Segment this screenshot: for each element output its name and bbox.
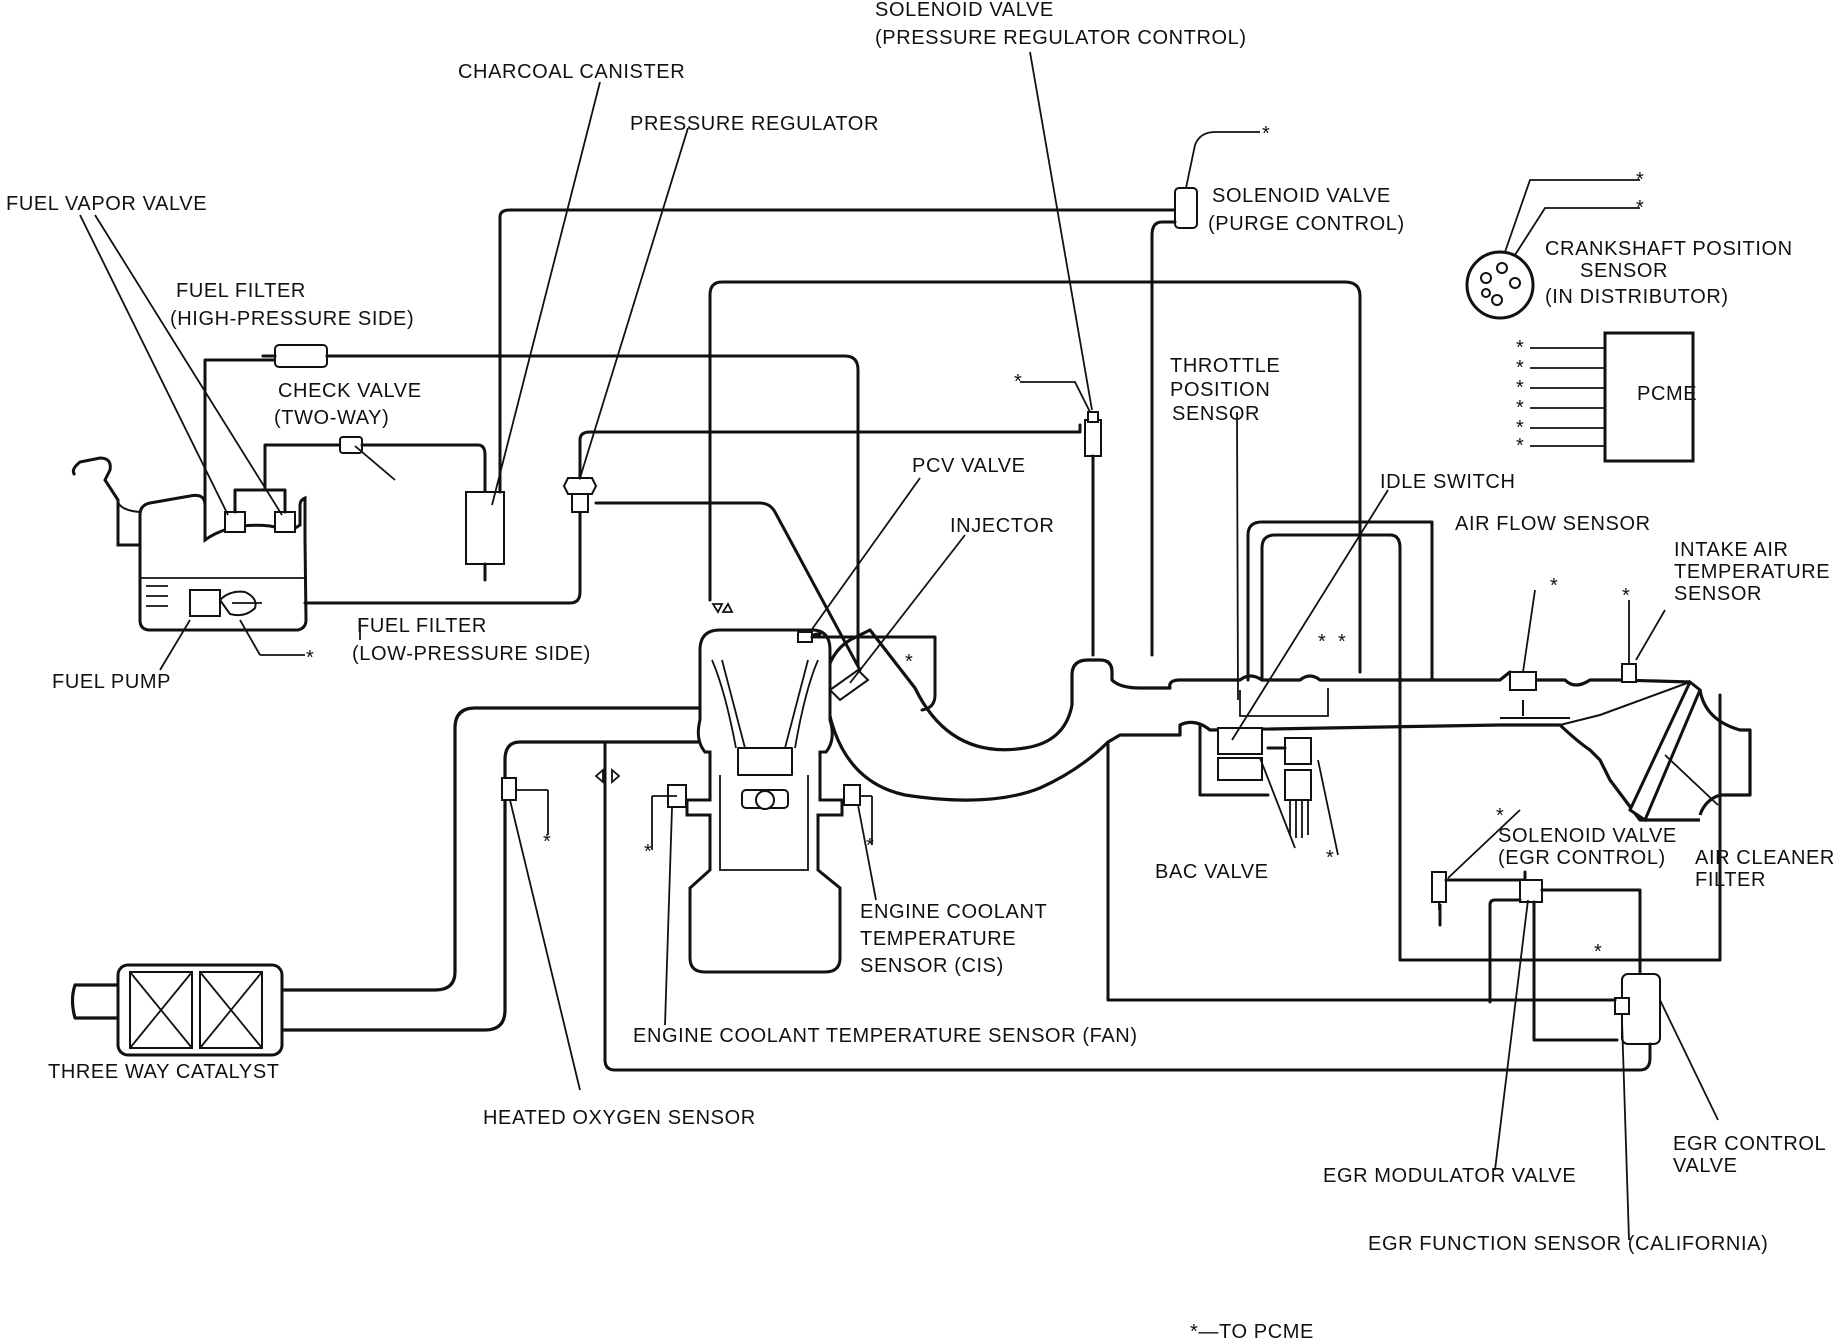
label-throttle: THROTTLE: [1170, 355, 1280, 377]
solenoid-valve-pressure-regulator-control: [1020, 381, 1102, 657]
svg-text:*: *: [1622, 585, 1630, 607]
labels: SOLENOID VALVE (PRESSURE REGULATOR CONTR…: [6, 0, 1835, 1343]
svg-text:*: *: [866, 835, 874, 857]
label-intake-air-sensor: SENSOR: [1674, 583, 1762, 605]
intake-air-temperature-sensor: [1621, 600, 1637, 683]
intake-duct: [823, 628, 1752, 823]
label-charcoal-canister: CHARCOAL CANISTER: [458, 61, 685, 83]
exhaust-system: [70, 706, 700, 1057]
svg-text:*: *: [1014, 371, 1022, 393]
ect-cis-sensor-body: [843, 784, 861, 806]
label-solenoid-prc: SOLENOID VALVE: [875, 0, 1054, 21]
throttle-body: [1198, 520, 1434, 797]
label-solenoid-prc-sub: (PRESSURE REGULATOR CONTROL): [875, 27, 1247, 49]
label-bac-valve: BAC VALVE: [1155, 861, 1269, 883]
label-intake-air-temp: TEMPERATURE: [1674, 561, 1830, 583]
label-air-flow-sensor: AIR FLOW SENSOR: [1455, 513, 1651, 535]
label-crankshaft: CRANKSHAFT POSITION: [1545, 238, 1793, 260]
svg-text:*: *: [1326, 847, 1334, 869]
label-solenoid-purge: SOLENOID VALVE: [1212, 185, 1391, 207]
engine: [651, 602, 937, 974]
label-pcv-valve: PCV VALVE: [912, 455, 1026, 477]
label-ect-cis-sensor: SENSOR (CIS): [860, 955, 1004, 977]
svg-text:*: *: [1516, 435, 1524, 457]
label-fuel-vapor-valve: FUEL VAPOR VALVE: [6, 193, 207, 215]
svg-text:*: *: [1594, 941, 1602, 963]
label-ect-fan: ENGINE COOLANT TEMPERATURE SENSOR (FAN): [633, 1025, 1138, 1047]
pressure-regulator: [562, 468, 862, 672]
label-ect-cis-temp: TEMPERATURE: [860, 928, 1016, 950]
fuel-tank: [71, 456, 308, 632]
label-throttle-position: POSITION: [1170, 379, 1270, 401]
label-heated-oxygen-sensor: HEATED OXYGEN SENSOR: [483, 1107, 756, 1129]
air-flow-sensor: [1509, 589, 1537, 716]
charcoal-canister: [465, 491, 505, 565]
label-air-cleaner: AIR CLEANER: [1695, 847, 1835, 869]
svg-text:*: *: [1550, 575, 1558, 597]
svg-text:*: *: [1516, 397, 1524, 419]
egr-system: [1398, 678, 1722, 1045]
svg-text:*: *: [1516, 357, 1524, 379]
label-crankshaft-sensor: SENSOR: [1580, 260, 1668, 282]
heated-oxygen-sensor-body: [501, 777, 517, 801]
label-fuel-filter-lp: FUEL FILTER: [357, 615, 487, 637]
coolant-hose: [603, 740, 1652, 1072]
svg-text:*: *: [905, 651, 913, 673]
svg-text:*: *: [1516, 377, 1524, 399]
solenoid-valve-egr-control: [1431, 871, 1447, 903]
label-pcme: PCME: [1637, 383, 1697, 405]
label-throttle-sensor: SENSOR: [1172, 403, 1260, 425]
injector-body: [828, 668, 870, 702]
label-solenoid-purge-sub: (PURGE CONTROL): [1208, 213, 1405, 235]
fuel-filter-high-pressure: [274, 344, 328, 368]
label-solenoid-egr-sub: (EGR CONTROL): [1498, 847, 1666, 869]
solenoid-valve-purge-control: [1150, 131, 1260, 657]
label-check-valve-sub: (TWO-WAY): [274, 407, 389, 429]
label-injector: INJECTOR: [950, 515, 1054, 537]
label-egr-control: EGR CONTROL: [1673, 1133, 1826, 1155]
label-idle-switch: IDLE SWITCH: [1380, 471, 1516, 493]
egr-modulator-valve: [1519, 879, 1543, 903]
label-pressure-regulator: PRESSURE REGULATOR: [630, 113, 879, 135]
label-three-way-catalyst: THREE WAY CATALYST: [48, 1061, 280, 1083]
footnote: *—TO PCME: [1190, 1321, 1314, 1343]
label-crankshaft-dist: (IN DISTRIBUTOR): [1545, 286, 1729, 308]
check-valve-two-way: [339, 436, 363, 454]
label-egr-control-valve: VALVE: [1673, 1155, 1738, 1177]
label-fuel-filter-hp-sub: (HIGH-PRESSURE SIDE): [170, 308, 414, 330]
svg-text:*: *: [306, 647, 314, 669]
svg-text:*: *: [1636, 197, 1644, 219]
leader-lines: [79, 51, 1719, 1241]
svg-text:*: *: [644, 841, 652, 863]
label-air-cleaner-filter: FILTER: [1695, 869, 1766, 891]
bac-valve: [1266, 737, 1312, 838]
vacuum-hoses: [708, 280, 1362, 674]
crankshaft-position-sensor: [1465, 179, 1640, 320]
fuel-pump-box: [189, 589, 221, 617]
svg-text:*: *: [1338, 631, 1346, 653]
svg-text:*: *: [1318, 631, 1326, 653]
label-intake-air: INTAKE AIR: [1674, 539, 1789, 561]
pcme-markers: * * * * * * * * * * * * * * * * * * * * …: [306, 123, 1644, 963]
pcme-module: [1530, 331, 1695, 463]
svg-text:*: *: [1516, 337, 1524, 359]
label-check-valve: CHECK VALVE: [278, 380, 422, 402]
label-solenoid-egr: SOLENOID VALVE: [1498, 825, 1677, 847]
svg-text:*: *: [1516, 417, 1524, 439]
pcv-valve-body: [797, 631, 813, 643]
label-fuel-pump: FUEL PUMP: [52, 671, 171, 693]
svg-text:*: *: [1262, 123, 1270, 145]
svg-text:*: *: [1496, 805, 1504, 827]
label-fuel-filter-lp-sub: (LOW-PRESSURE SIDE): [352, 643, 591, 665]
label-egr-modulator: EGR MODULATOR VALVE: [1323, 1165, 1576, 1187]
svg-text:*: *: [1636, 169, 1644, 191]
label-fuel-filter-hp: FUEL FILTER: [176, 280, 306, 302]
svg-text:*: *: [543, 831, 551, 853]
fuel-lines: [203, 208, 1177, 667]
label-egr-function: EGR FUNCTION SENSOR (CALIFORNIA): [1368, 1233, 1768, 1255]
label-ect-cis: ENGINE COOLANT: [860, 901, 1047, 923]
fuel-vapor-valve-right: [274, 511, 296, 533]
